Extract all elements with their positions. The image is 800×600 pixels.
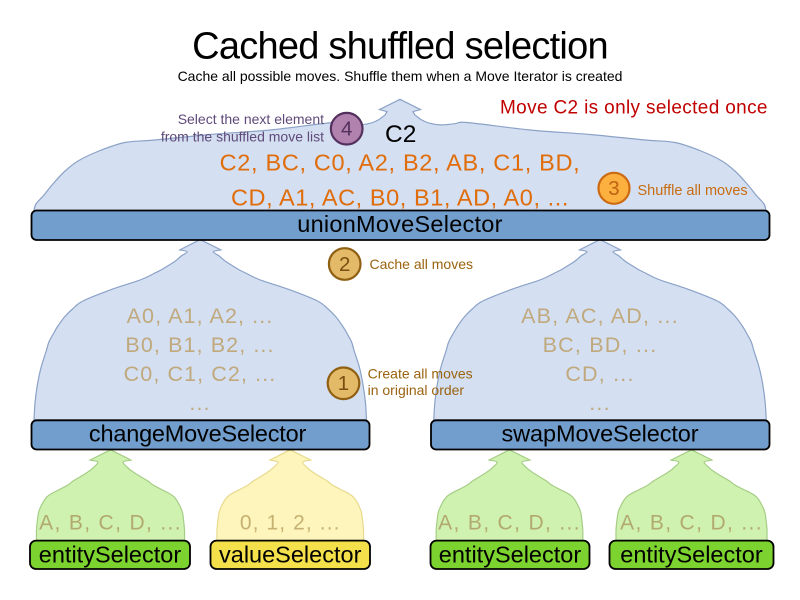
svg-text:BC, BD, ...: BC, BD, ... [543,333,658,357]
svg-text:entitySelector: entitySelector [439,542,582,568]
svg-text:...: ... [589,391,611,415]
svg-text:3: 3 [608,177,619,200]
svg-text:Cached shuffled selection: Cached shuffled selection [192,26,608,68]
svg-text:0, 1, 2, ...: 0, 1, 2, ... [240,511,341,534]
svg-text:unionMoveSelector: unionMoveSelector [297,211,502,237]
svg-text:entitySelector: entitySelector [39,542,182,568]
svg-text:...: ... [189,391,210,415]
svg-text:B0, B1, B2, ...: B0, B1, B2, ... [125,333,274,357]
svg-text:C0, C1, C2, ...: C0, C1, C2, ... [124,362,277,386]
svg-text:CD, A1, AC, B0, B1, AD, A0, ..: CD, A1, AC, B0, B1, AD, A0, ... [231,185,569,211]
svg-text:Cache all possible moves. Shuf: Cache all possible moves. Shuffle them w… [178,68,623,84]
svg-text:AB, AC, AD, ...: AB, AC, AD, ... [521,304,679,328]
svg-text:CD, ...: CD, ... [565,362,634,386]
svg-text:Create all moves: Create all moves [368,365,473,381]
svg-text:A, B, C, D, ...: A, B, C, D, ... [438,511,581,534]
svg-text:entitySelector: entitySelector [620,542,763,568]
svg-text:Select the next element: Select the next element [178,111,324,127]
svg-text:A, B, C, D, ...: A, B, C, D, ... [620,511,763,534]
svg-text:A0, A1, A2, ...: A0, A1, A2, ... [127,304,274,328]
svg-text:from the shuffled move list: from the shuffled move list [161,129,324,145]
svg-text:changeMoveSelector: changeMoveSelector [89,421,307,447]
svg-text:swapMoveSelector: swapMoveSelector [502,421,699,447]
svg-text:C2, BC, C0, A2, B2, AB, C1, BD: C2, BC, C0, A2, B2, AB, C1, BD, [220,150,581,176]
svg-text:4: 4 [341,118,352,141]
svg-text:in original order: in original order [368,382,465,398]
svg-text:Move C2 is only selected once: Move C2 is only selected once [500,98,768,119]
svg-text:C2: C2 [385,121,416,148]
svg-text:2: 2 [339,253,350,276]
svg-text:1: 1 [338,372,349,395]
svg-text:A, B, C, D, ...: A, B, C, D, ... [39,511,182,534]
svg-text:valueSelector: valueSelector [219,542,362,568]
svg-text:Cache all moves: Cache all moves [370,256,474,272]
svg-text:Shuffle all moves: Shuffle all moves [638,183,748,199]
